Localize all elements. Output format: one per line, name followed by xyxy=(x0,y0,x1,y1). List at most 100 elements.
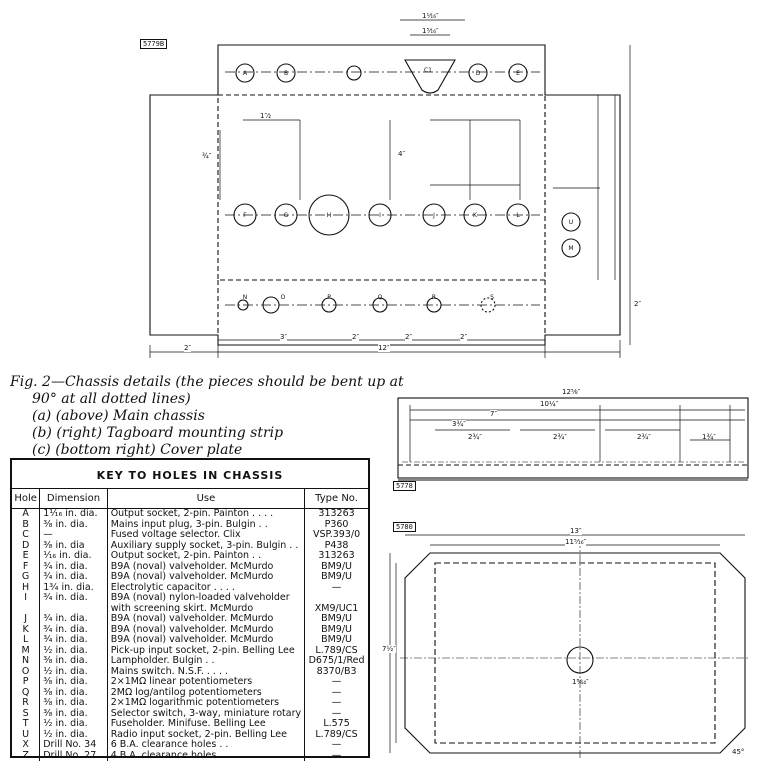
svg-text:J: J xyxy=(432,212,435,219)
hole-G xyxy=(274,203,298,227)
cover-dim-inner: 11⁵⁄₁₆″ xyxy=(565,538,587,546)
cell-type: BM9/U xyxy=(304,613,368,625)
cell-type: L.789/CS xyxy=(304,645,368,656)
key-table: KEY TO HOLES IN CHASSIS Hole Dimension U… xyxy=(10,458,370,761)
dim-top-a: 1¹⁄₁₆″ xyxy=(422,12,439,20)
strip-dim-2a: 2¾″ xyxy=(468,433,482,441)
cell-hole: Q xyxy=(21,686,30,698)
svg-text:L: L xyxy=(516,212,520,219)
svg-text:K: K xyxy=(473,212,478,219)
cell-dim: ¹⁄₂ in. dia. xyxy=(39,729,108,740)
cell-dim: ³⁄₄ in. dia. xyxy=(39,634,108,646)
cell-type: P360 xyxy=(304,519,368,530)
cell-type: L.575 xyxy=(304,718,368,730)
cell-dim: ³⁄₄ in. dia. xyxy=(39,592,108,604)
svg-text:I: I xyxy=(379,212,381,219)
cell-dim: ³⁄₈ in. dia. xyxy=(39,676,108,688)
hole-D xyxy=(346,65,362,81)
cell-dim: 1¹⁄₁₆ in. dia. xyxy=(39,508,108,520)
dim-3: 3″ xyxy=(280,333,288,341)
key-table-body: A 1¹⁄₁₆ in. dia. Output socket, 2-pin. Pai… xyxy=(12,508,368,761)
cell-dim xyxy=(39,603,108,614)
cell-type: — xyxy=(304,687,368,698)
cell-type: L.789/CS xyxy=(304,729,368,740)
dim-2b: 2″ xyxy=(352,333,360,341)
cell-hole: A xyxy=(22,508,29,519)
svg-text:G: G xyxy=(284,212,289,219)
cell-hole: P xyxy=(22,676,29,687)
figure-number-cover: 5780 xyxy=(393,522,416,532)
strip-dim-7: 7″ xyxy=(490,410,498,418)
cell-use: B9A (noval) valveholder. McMurdo xyxy=(106,624,305,635)
svg-text:R: R xyxy=(432,294,436,301)
cell-use: B9A (noval) valveholder. McMurdo xyxy=(106,561,305,572)
caption-title-2: 90° at all dotted lines) xyxy=(32,391,191,407)
bend-lines xyxy=(217,94,546,335)
hole-O xyxy=(262,296,280,314)
table-row: O ¹⁄₂ in. dia.Mains switch. N.S.F. . . . … xyxy=(12,665,368,677)
svg-text:P: P xyxy=(327,294,331,301)
hole-B xyxy=(276,63,296,83)
hole-J xyxy=(422,203,446,227)
dim-top-b: 1⁵⁄₁₆″ xyxy=(422,27,439,35)
svg-text:U: U xyxy=(569,219,573,226)
cell-type: BM9/U xyxy=(304,634,368,646)
header-hole: Hole xyxy=(12,489,40,509)
cell-type: BM9/U xyxy=(304,571,368,583)
cell-hole: H xyxy=(22,581,30,593)
cell-use: Electrolytic capacitor . . . . xyxy=(106,582,305,593)
hole-F xyxy=(508,63,528,83)
hole-I xyxy=(368,203,392,227)
dim-2-right: 2″ xyxy=(634,300,642,308)
cell-dim: Drill No. 27 xyxy=(39,750,108,761)
cell-hole: O xyxy=(21,665,30,677)
cell-type: XM9/UC1 xyxy=(304,603,368,614)
dim-2d: 2″ xyxy=(460,333,468,341)
hole-F2 xyxy=(233,203,257,227)
cell-hole: E xyxy=(22,550,29,561)
cell-use: Fuseholder. Minifuse. Belling Lee xyxy=(106,718,305,730)
strip-dim-1: 1¾″ xyxy=(702,433,716,441)
cell-type: VSP.393/0 xyxy=(304,529,368,541)
cell-use: Selector switch, 3-way, miniature rotary xyxy=(106,708,305,719)
svg-text:S: S xyxy=(490,294,494,301)
cell-use: 2×1MΩ logarithmic potentiometers xyxy=(106,697,305,709)
key-header-row: Hole Dimension Use Type No. xyxy=(12,489,368,509)
hole-S xyxy=(480,297,496,313)
cell-type: — xyxy=(304,582,368,593)
cell-use: Radio input socket, 2-pin. Belling Lee xyxy=(106,729,305,740)
cell-dim: ¹⁄₂ in. dia. xyxy=(39,666,108,677)
cell-use: 2×1MΩ linear potentiometers xyxy=(106,676,305,688)
cell-hole: F xyxy=(22,560,29,572)
cell-dim: ³⁄₄ in. dia. xyxy=(39,561,108,572)
table-row: P ³⁄₈ in. dia.2×1MΩ linear potentiometers… xyxy=(12,676,368,688)
table-row: U ¹⁄₂ in. dia.Radio input socket, 2-pin. … xyxy=(12,728,368,740)
svg-text:Q: Q xyxy=(378,294,383,301)
cell-use: Auxiliary supply socket, 3-pin. Bulgin .… xyxy=(106,540,305,551)
cell-type xyxy=(304,593,368,604)
cell-hole: I xyxy=(24,592,28,603)
cell-type: — xyxy=(304,750,368,761)
cell-hole: S xyxy=(22,707,29,719)
cell-use: Output socket, 2-pin. Painton . . xyxy=(106,550,305,562)
cell-hole: B xyxy=(22,518,29,530)
cell-use: Mains switch. N.S.F. . . . . xyxy=(106,666,305,677)
svg-text:H: H xyxy=(327,212,332,219)
cell-type: — xyxy=(304,708,368,719)
cell-hole: U xyxy=(22,728,30,740)
hole-M2 xyxy=(561,238,581,258)
caption-c: (c) (bottom right) Cover plate xyxy=(32,442,243,458)
dim-2c: 2″ xyxy=(405,333,413,341)
cell-type: — xyxy=(304,697,368,709)
cell-dim: ³⁄₄ in. dia. xyxy=(39,613,108,625)
cell-use: Fused voltage selector. Clix xyxy=(106,529,305,541)
